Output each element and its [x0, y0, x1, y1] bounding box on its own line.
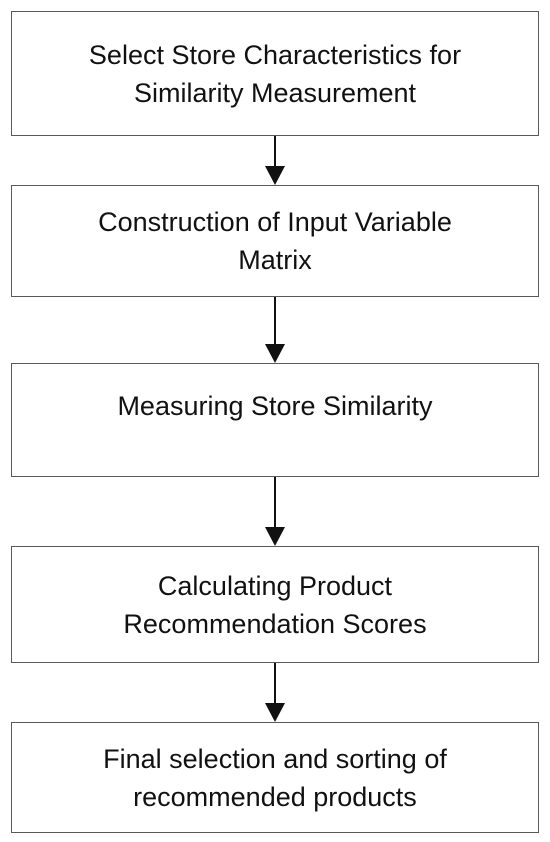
step-box-construct-matrix: Construction of Input Variable Matrix: [11, 185, 539, 297]
step-label-measure-similarity: Measuring Store Similarity: [117, 391, 433, 421]
arrow-4-to-5: [265, 663, 285, 722]
step-label-select-characteristics: Select Store Characteristics for Similar…: [88, 39, 462, 108]
step-box-final-selection: Final selection and sorting of recommend…: [11, 722, 539, 833]
arrow-3-to-4: [265, 477, 285, 546]
step-label-calculate-scores: Calculating Product Recommendation Score…: [123, 570, 427, 639]
arrow-2-to-3: [265, 297, 285, 363]
step-box-measure-similarity: Measuring Store Similarity: [11, 363, 539, 477]
arrow-1-to-2: [265, 136, 285, 185]
step-box-calculate-scores: Calculating Product Recommendation Score…: [11, 546, 539, 663]
step-label-final-selection: Final selection and sorting of recommend…: [103, 743, 447, 812]
step-box-select-characteristics: Select Store Characteristics for Similar…: [11, 11, 539, 136]
step-label-construct-matrix: Construction of Input Variable Matrix: [98, 207, 452, 275]
